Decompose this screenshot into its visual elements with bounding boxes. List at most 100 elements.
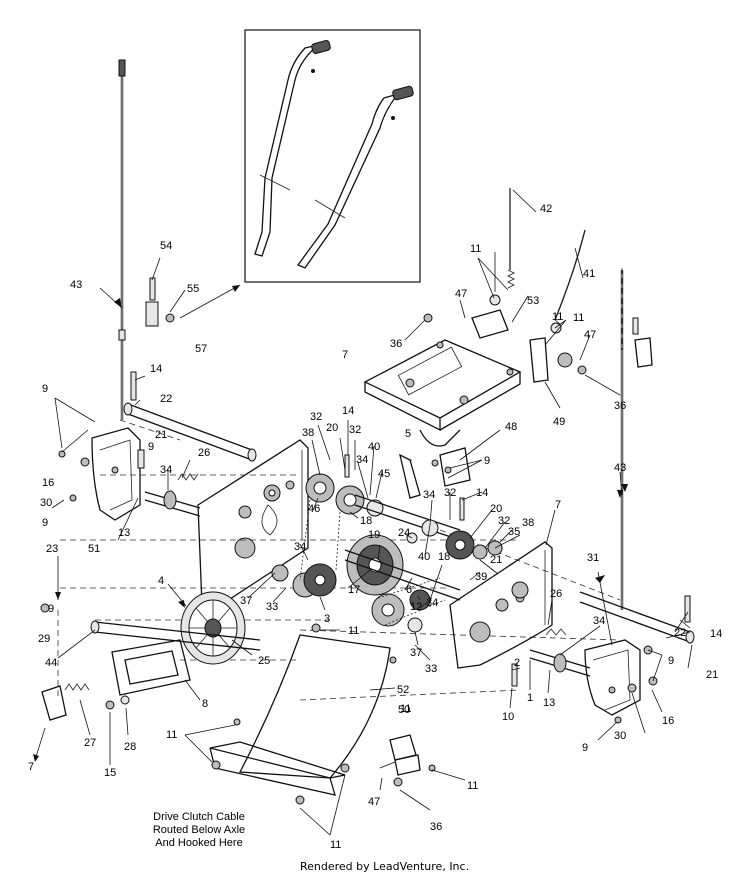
callout-50: 50 [398, 704, 410, 716]
callout-22: 22 [674, 627, 686, 639]
handle-inset [244, 29, 421, 283]
callout-49: 49 [553, 416, 565, 428]
callout-9: 9 [42, 517, 48, 529]
callout-51: 51 [88, 543, 100, 555]
callout-43: 43 [70, 279, 82, 291]
callout-18: 18 [360, 515, 372, 527]
callout-9: 9 [42, 383, 48, 395]
callout-43: 43 [614, 462, 626, 474]
right-axle-cover [511, 591, 695, 724]
callout-34: 34 [423, 489, 435, 501]
axle-left [123, 371, 257, 462]
callout-40: 40 [418, 551, 430, 563]
callout-labels: 43 54 55 57 14 22 9 21 9 26 34 16 30 9 1… [28, 203, 722, 851]
drive-gears [271, 454, 503, 633]
callout-38: 38 [302, 427, 314, 439]
callout-33: 33 [266, 601, 278, 613]
callout-15: 15 [104, 767, 116, 779]
callout-7: 7 [342, 349, 348, 361]
callout-57: 57 [195, 343, 207, 355]
arrowheads [33, 298, 628, 762]
note-line-1: Drive Clutch Cable [153, 811, 245, 823]
callout-4: 4 [158, 575, 164, 587]
callout-52: 52 [397, 684, 409, 696]
callout-40: 40 [368, 441, 380, 453]
clutch-bracket [379, 734, 436, 787]
callout-27: 27 [84, 737, 96, 749]
callout-25: 25 [258, 655, 270, 667]
callout-19: 19 [368, 529, 380, 541]
callout-21: 21 [155, 429, 167, 441]
left-frame-plate [197, 439, 309, 613]
callout-36: 36 [430, 821, 442, 833]
callout-21: 21 [706, 669, 718, 681]
callout-44: 44 [45, 657, 57, 669]
callout-26: 26 [550, 588, 562, 600]
callout-32: 32 [310, 411, 322, 423]
footer-credit: Rendered by LeadVenture, Inc. [300, 860, 470, 873]
callout-53: 53 [527, 295, 539, 307]
callout-34: 34 [356, 454, 368, 466]
callout-11: 11 [400, 703, 411, 715]
shift-rod-left [118, 59, 126, 420]
callout-48: 48 [505, 421, 517, 433]
callout-32: 32 [444, 487, 456, 499]
left-cover [58, 427, 141, 521]
callout-47: 47 [584, 329, 596, 341]
callout-39: 39 [475, 571, 487, 583]
callout-14: 14 [476, 487, 488, 499]
callout-37: 37 [410, 647, 422, 659]
callout-47: 47 [368, 796, 380, 808]
right-cables [423, 188, 653, 610]
callout-13: 13 [543, 697, 555, 709]
callout-16: 16 [662, 715, 674, 727]
callout-9: 9 [148, 441, 154, 453]
callout-54: 54 [160, 240, 172, 252]
callout-30: 30 [40, 497, 52, 509]
callout-34: 34 [426, 597, 438, 609]
callout-33: 33 [425, 663, 437, 675]
shift-lever [399, 447, 471, 499]
rod-bracket [145, 277, 175, 327]
callout-20: 20 [326, 422, 338, 434]
callout-29: 29 [38, 633, 50, 645]
callout-11: 11 [573, 312, 584, 324]
callout-11: 11 [166, 729, 177, 741]
callout-16: 16 [42, 477, 54, 489]
callout-14: 14 [342, 405, 354, 417]
callout-17: 17 [348, 584, 360, 596]
callout-18: 18 [438, 551, 450, 563]
callout-3: 3 [324, 613, 330, 625]
callout-2: 2 [514, 657, 520, 669]
callout-7: 7 [555, 499, 561, 511]
callout-14: 14 [710, 628, 722, 640]
callout-31: 31 [587, 552, 599, 564]
callout-14: 14 [150, 363, 162, 375]
callout-34: 34 [593, 615, 605, 627]
callout-34: 34 [160, 464, 172, 476]
callout-30: 30 [614, 730, 626, 742]
callout-12: 12 [410, 601, 422, 613]
callout-46: 46 [308, 503, 320, 515]
callout-11: 11 [467, 780, 478, 792]
callout-24: 24 [398, 527, 410, 539]
cable-routing-note: Drive Clutch Cable Routed Below Axle And… [134, 811, 264, 850]
right-frame-plate [449, 541, 553, 669]
friction-wheel [40, 591, 261, 721]
callout-45: 45 [378, 468, 390, 480]
callout-9: 9 [48, 603, 54, 615]
callout-28: 28 [124, 741, 136, 753]
callout-22: 22 [160, 393, 172, 405]
callout-35: 35 [508, 526, 520, 538]
callout-20: 20 [490, 503, 502, 515]
callout-6: 6 [406, 584, 412, 596]
callout-32: 32 [498, 515, 510, 527]
callout-32: 32 [349, 424, 361, 436]
callout-1: 1 [527, 692, 533, 704]
callout-9: 9 [484, 455, 490, 467]
callout-13: 13 [118, 527, 130, 539]
top-housing [363, 339, 522, 447]
callout-36: 36 [614, 400, 626, 412]
callout-10: 10 [502, 711, 514, 723]
